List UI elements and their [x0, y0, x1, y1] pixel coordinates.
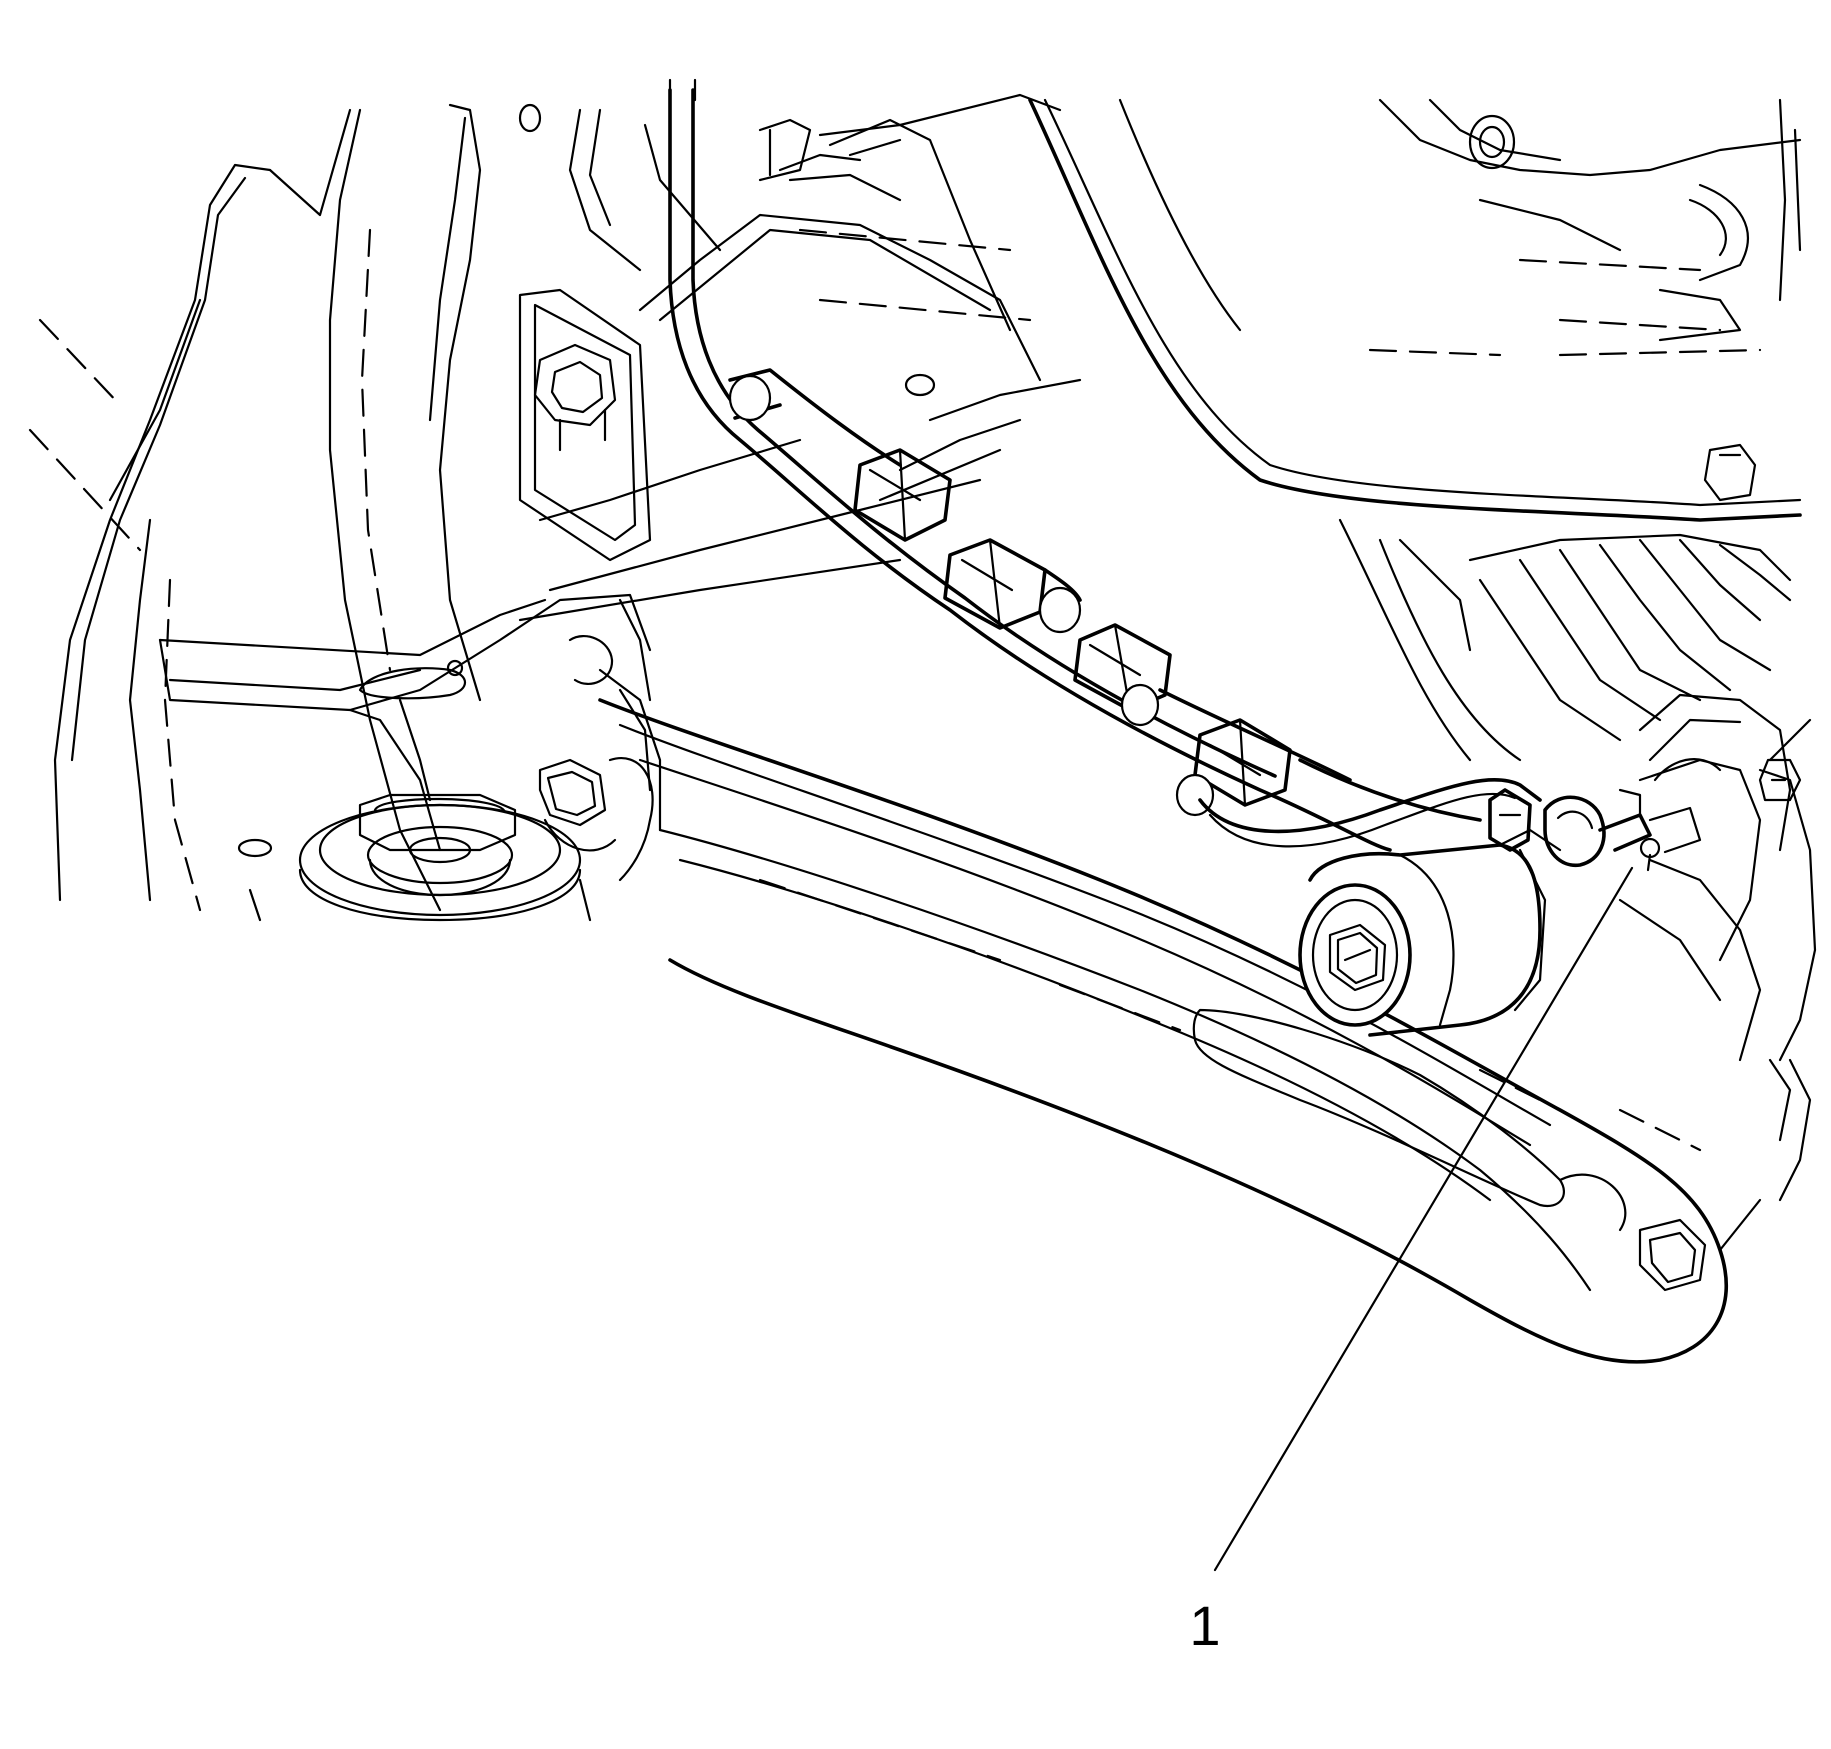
- knuckle-housing: [1618, 693, 1817, 1202]
- lower-left-mount: [237, 757, 654, 922]
- wheel-speed-sensor-connector: [1488, 758, 1722, 872]
- brake-line-harness: [668, 78, 1542, 852]
- inner-frame-panel: [428, 93, 1062, 702]
- right-bellows-area: [1338, 443, 1792, 762]
- rear-bushing-sensor: [1298, 828, 1562, 1037]
- lower-control-arm: [598, 698, 1762, 1364]
- callout-1-label: 1: [1189, 1594, 1220, 1657]
- left-bracket-and-bushing: [158, 593, 662, 852]
- callout-1: 1: [1189, 866, 1634, 1657]
- frame-rail-right: [1028, 98, 1802, 522]
- left-body-panel: [28, 108, 442, 912]
- mounting-bracket-left: [518, 288, 652, 562]
